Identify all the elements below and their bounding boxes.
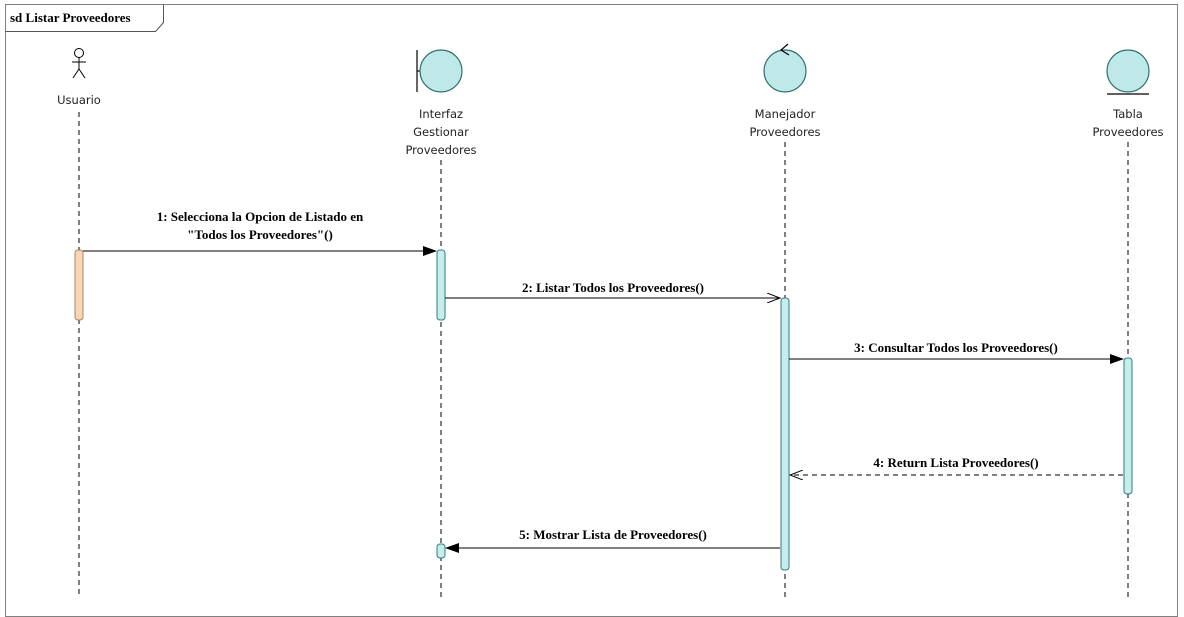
message-4[interactable]: 4: Return Lista Proveedores() bbox=[790, 455, 1123, 475]
entity-icon bbox=[1106, 49, 1150, 95]
participant-usuario[interactable]: Usuario bbox=[57, 48, 101, 108]
activation-manejador bbox=[780, 297, 790, 571]
frame-title-tab bbox=[5, 4, 164, 32]
message-2[interactable]: 2: Listar Todos los Proveedores() bbox=[445, 280, 780, 298]
diagram-frame: sd Listar Proveedores bbox=[5, 4, 1178, 617]
message-label-line: "Todos los Proveedores"() bbox=[187, 227, 333, 242]
activation-tabla bbox=[1123, 357, 1133, 495]
message-3[interactable]: 3: Consultar Todos los Proveedores() bbox=[789, 340, 1124, 364]
actor-stick-figure-icon bbox=[72, 48, 86, 79]
participant-label-line: Proveedores bbox=[1092, 125, 1163, 139]
message-label-line: 2: Listar Todos los Proveedores() bbox=[522, 280, 704, 295]
participant-label-line: Usuario bbox=[57, 93, 101, 107]
message-label-line: 3: Consultar Todos los Proveedores() bbox=[854, 340, 1058, 355]
message-label-line: 4: Return Lista Proveedores() bbox=[873, 455, 1038, 470]
message-label-line: 1: Selecciona la Opcion de Listado en bbox=[157, 209, 364, 224]
boundary-icon bbox=[416, 49, 463, 93]
message-5[interactable]: 5: Mostrar Lista de Proveedores() bbox=[445, 527, 780, 553]
frame-border bbox=[5, 4, 1178, 617]
participant-label-line: Manejador bbox=[755, 107, 816, 121]
activation-interfaz-return bbox=[436, 543, 446, 559]
participant-label-line: Tabla bbox=[1112, 107, 1143, 121]
activation-interfaz bbox=[436, 249, 446, 321]
message-1[interactable]: 1: Selecciona la Opcion de Listado en "T… bbox=[83, 209, 437, 256]
control-icon bbox=[763, 43, 807, 93]
activations bbox=[74, 249, 1133, 571]
participant-label-line: Interfaz bbox=[419, 107, 463, 121]
participant-manejador[interactable]: Manejador Proveedores bbox=[749, 43, 821, 139]
participant-label-line: Gestionar bbox=[413, 125, 469, 139]
participant-label-line: Proveedores bbox=[405, 143, 476, 157]
activation-usuario bbox=[74, 249, 84, 321]
participant-label-line: Proveedores bbox=[749, 125, 820, 139]
lifelines bbox=[78, 112, 1129, 598]
frame-title: sd Listar Proveedores bbox=[10, 10, 131, 25]
participant-tabla[interactable]: Tabla Proveedores bbox=[1092, 49, 1164, 139]
participant-interfaz[interactable]: Interfaz Gestionar Proveedores bbox=[405, 49, 477, 157]
message-label-line: 5: Mostrar Lista de Proveedores() bbox=[519, 527, 707, 542]
